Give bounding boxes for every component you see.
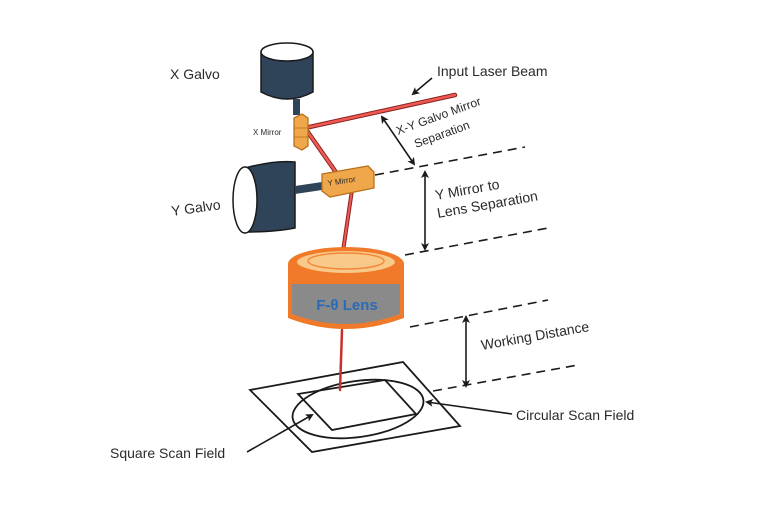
x-galvo-shaft: [293, 99, 300, 115]
work-surface: [248, 361, 462, 453]
x-galvo: [260, 42, 314, 115]
work-plane: [248, 361, 462, 453]
x-galvo-top: [260, 42, 314, 62]
y-galvo-shaft: [295, 182, 322, 194]
x-mirror-label: X Mirror: [253, 128, 282, 137]
lens-gray-band: [292, 284, 400, 324]
input-laser-beam-label: Input Laser Beam: [437, 63, 548, 79]
square-scan-field-label: Square Scan Field: [110, 445, 225, 461]
y-galvo-label: Y Galvo: [170, 196, 222, 219]
x-galvo-label: X Galvo: [170, 66, 220, 82]
lens-label: F-θ Lens: [316, 297, 377, 314]
dashed-line-y-mirror-level: [374, 146, 526, 176]
square-field-leader: [246, 414, 314, 453]
dimension-arrows: [380, 115, 470, 388]
dashed-line-lens-bottom-level: [409, 299, 549, 328]
x-mirror: [293, 113, 309, 151]
reference-dashed-lines: [374, 146, 579, 392]
input-beam-leader: [411, 77, 433, 96]
y-galvo-body: [244, 160, 296, 233]
leader-arrows: [246, 77, 513, 453]
laser-beam: [302, 92, 458, 392]
xy-separation-arrow: [380, 115, 416, 166]
circular-field-leader: [425, 398, 513, 415]
x-galvo-body: [260, 51, 314, 100]
working-distance-label: Working Distance: [480, 318, 591, 353]
f-theta-lens: F-θ Lens: [288, 247, 404, 329]
laser-output-segment: [338, 328, 344, 392]
dashed-line-lens-top-level: [404, 227, 549, 256]
dashed-line-work-surface-level: [432, 364, 579, 392]
y-mirror: [321, 165, 375, 198]
circular-scan-field-label: Circular Scan Field: [516, 407, 634, 423]
y-mirror-shape: [321, 165, 375, 198]
x-mirror-shape: [293, 113, 309, 151]
y-galvo-face: [232, 166, 258, 234]
square-scan-field-shape: [296, 379, 418, 431]
circular-scan-field-shape: [291, 378, 425, 440]
y-mirror-label: Y Mirror: [327, 175, 357, 188]
y-galvo: [232, 160, 322, 234]
